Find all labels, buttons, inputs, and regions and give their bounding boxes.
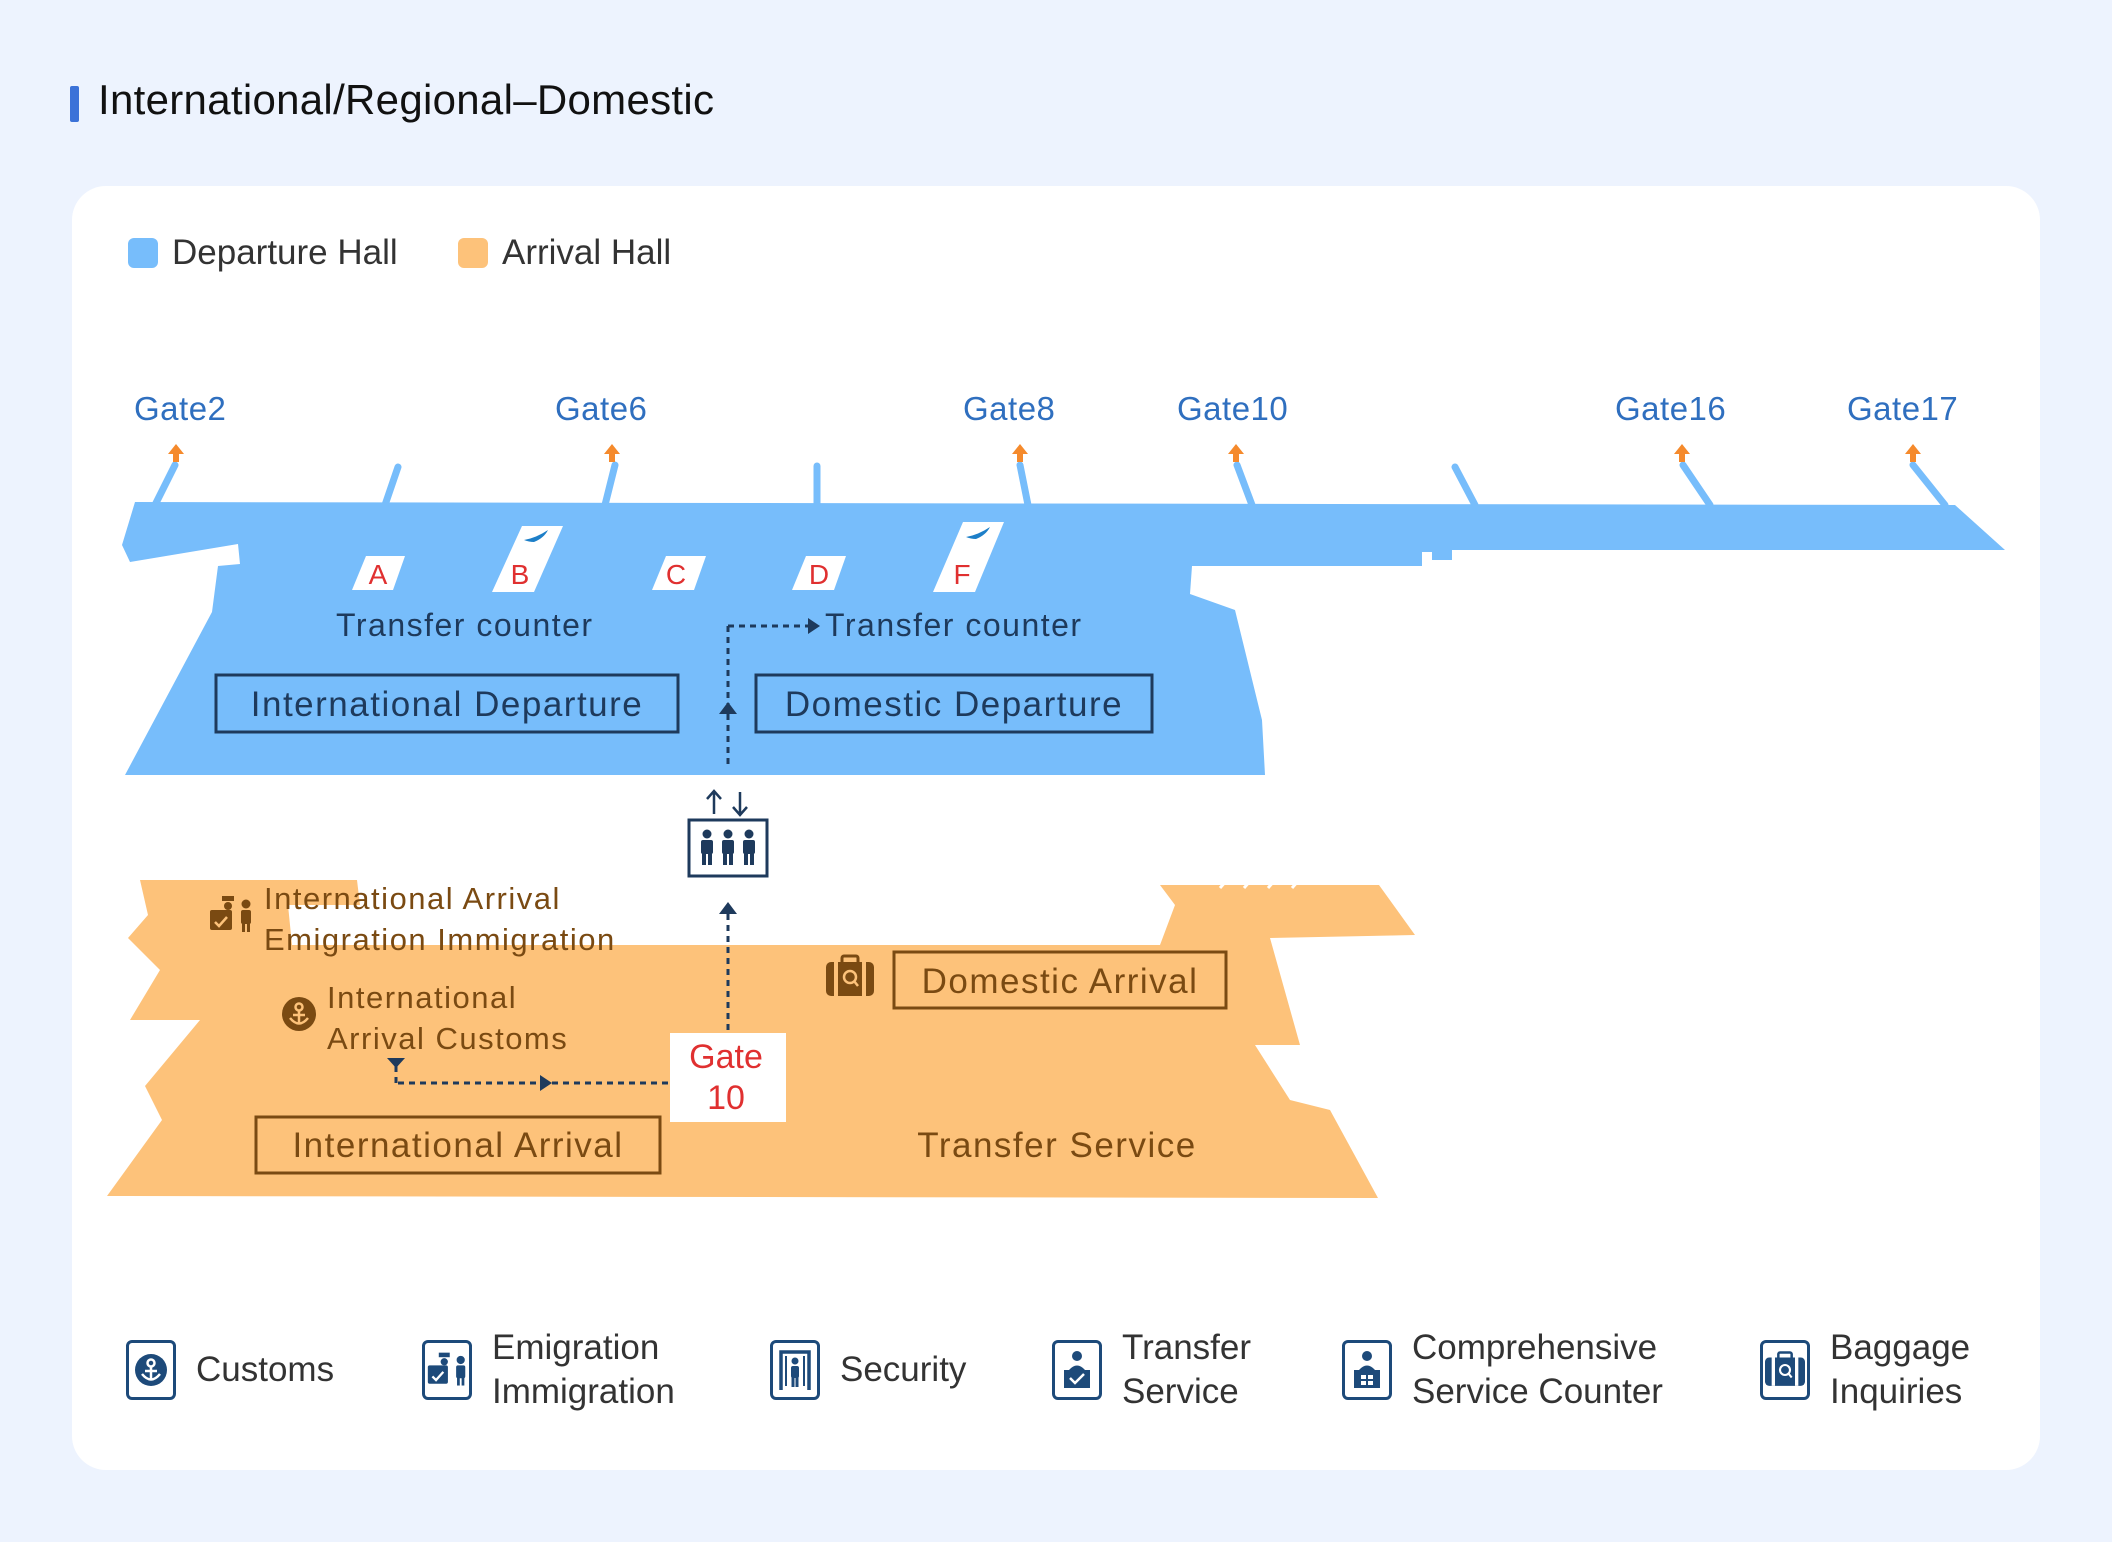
gate6-arrow-icon [604, 444, 620, 462]
intl-arrival-box: International Arrival [254, 1115, 662, 1175]
gate2-arrow-icon [168, 444, 184, 462]
legend-departure-label: Departure Hall [172, 233, 398, 272]
gate-stubs [151, 461, 1949, 509]
gate2-stub [151, 461, 179, 509]
customs-map-icon [282, 997, 316, 1031]
route-arrowheads [387, 618, 820, 1091]
legend-transfer-service-label: Transfer Service [1122, 1328, 1252, 1411]
transfer-counter-left-label: Transfer counter [336, 607, 594, 643]
intl-arrival-customs-line2: Arrival Customs [327, 1021, 568, 1056]
legend-emigration-label: Emigration Immigration [492, 1328, 675, 1411]
gate6-stub [601, 461, 619, 509]
transfer-counter-right-label: Transfer counter [825, 607, 1083, 643]
legend-security-label: Security [840, 1350, 967, 1389]
intl-arrival-emigration-text: International Arrival Emigration Immigra… [264, 881, 616, 957]
counter-d-tag [792, 556, 846, 590]
legend-security: Security [770, 1320, 966, 1420]
gate-label-10: Gate10 [1177, 390, 1288, 427]
legend-service-counter: Comprehensive Service Counter [1342, 1320, 1663, 1420]
intl-departure-box: International Departure [214, 673, 680, 734]
counter-a-label: A [369, 559, 388, 590]
gate10-line1: Gate [689, 1038, 763, 1076]
counter-c-label: C [666, 559, 686, 590]
gate8-stub [1016, 461, 1032, 509]
transfer-service-icon [1052, 1340, 1102, 1400]
gate10-line2: 10 [707, 1079, 745, 1117]
gate-label-17: Gate17 [1847, 390, 1958, 427]
emigration-immigration-icon [422, 1340, 472, 1400]
gate-arrows [168, 444, 1921, 462]
legend-transfer-service: Transfer Service [1052, 1320, 1251, 1420]
intl-arrival-emigration-line1: International Arrival [264, 881, 561, 916]
arrow-right-icon-2 [540, 1075, 552, 1091]
international-departure-label: International Departure [251, 685, 644, 724]
legend-departure: Departure Hall [128, 228, 398, 278]
legend-arrival-label: Arrival Hall [502, 233, 672, 272]
intl-arrival-customs-text: International Arrival Customs [327, 980, 568, 1056]
elevator-icon [687, 789, 769, 878]
gate-label-16: Gate16 [1615, 390, 1726, 427]
gate10-stub [1233, 461, 1256, 509]
counter-d-label: D [809, 559, 829, 590]
domestic-arrival-label: Domestic Arrival [922, 962, 1199, 1001]
gate8-arrow-icon [1012, 444, 1028, 462]
gate-label-8: Gate8 [963, 390, 1055, 427]
arrival-hall-notches [1218, 879, 1301, 889]
legend-emigration-immigration: Emigration Immigration [422, 1320, 675, 1420]
map-card [72, 186, 2040, 1470]
counter-a-tag [352, 556, 405, 590]
departure-swatch [128, 238, 158, 268]
legend-arrival: Arrival Hall [458, 228, 671, 278]
gate-label-6: Gate6 [555, 390, 647, 427]
baggage-map-icon [826, 954, 874, 996]
arrow-up-icon-2 [719, 702, 737, 714]
gate10-box: Gate 10 [670, 1033, 786, 1122]
gate17-stub [1909, 461, 1949, 509]
security-icon [770, 1340, 820, 1400]
counter-c-tag [652, 556, 706, 590]
gate-labels: Gate2 Gate6 Gate8 Gate10 Gate16 Gate17 [134, 390, 1958, 427]
gate17-arrow-icon [1905, 444, 1921, 462]
airline-logo-icon-2 [966, 527, 990, 539]
intl-arrival-customs-line1: International [327, 980, 517, 1015]
counter-b-label: B [511, 559, 530, 590]
gate10-arrow-icon [1228, 444, 1244, 462]
page-title: International/Regional–Domestic [98, 76, 715, 123]
legend-service-counter-label: Comprehensive Service Counter [1412, 1328, 1663, 1411]
counter-tags: A B C D F [352, 522, 1004, 592]
title-accent-bar [70, 86, 79, 122]
arrow-right-icon [808, 618, 820, 634]
legend-baggage-inquiries: Baggage Inquiries [1760, 1320, 1970, 1420]
arrow-down-icon [387, 1058, 405, 1068]
arrow-up-icon [719, 902, 737, 914]
gate16-stub [1679, 461, 1714, 509]
legend-customs: Customs [126, 1320, 334, 1420]
legend-baggage-label: Baggage Inquiries [1830, 1328, 1971, 1411]
stub-2 [381, 463, 402, 509]
baggage-inquiries-icon [1760, 1340, 1810, 1400]
emigration-immigration-map-icon [210, 896, 251, 932]
departure-labels: Transfer counter Transfer counter [336, 607, 1083, 643]
stub-7 [1451, 463, 1479, 509]
counter-f-label: F [953, 559, 970, 590]
arrival-swatch [458, 238, 488, 268]
gate16-arrow-icon [1674, 444, 1690, 462]
domestic-departure-label: Domestic Departure [785, 685, 1123, 724]
domestic-departure-box: Domestic Departure [754, 673, 1154, 734]
domestic-arrival-box: Domestic Arrival [892, 950, 1228, 1010]
transfer-service-label: Transfer Service [917, 1126, 1196, 1165]
international-arrival-label: International Arrival [292, 1126, 623, 1165]
airline-logo-icon [524, 530, 548, 542]
counter-f-tag [933, 522, 1004, 592]
customs-icon [126, 1340, 176, 1400]
transfer-route [394, 624, 810, 1085]
gate-label-2: Gate2 [134, 390, 226, 427]
legend-customs-label: Customs [196, 1350, 335, 1389]
intl-arrival-emigration-line2: Emigration Immigration [264, 922, 616, 957]
service-counter-icon [1342, 1340, 1392, 1400]
counter-b-tag [492, 526, 563, 592]
